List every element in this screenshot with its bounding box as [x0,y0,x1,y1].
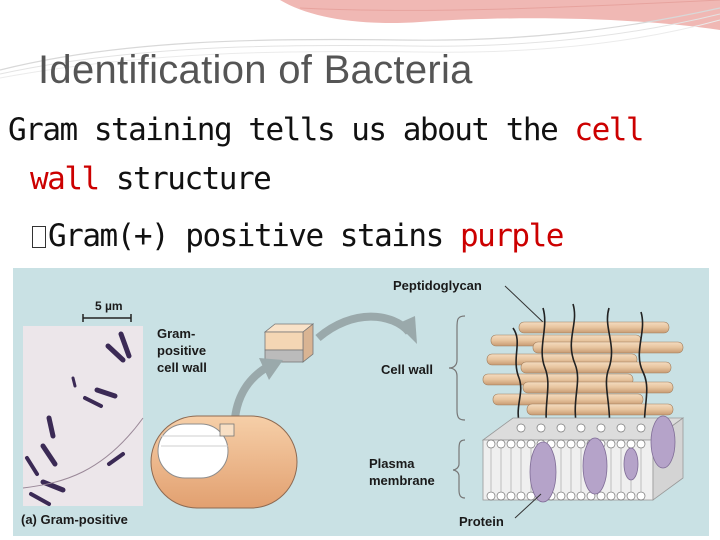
gram-label-line-3: cell wall [157,360,207,375]
protein-label: Protein [459,514,504,529]
rod-cell-illustration [150,415,298,509]
highlight-purple: purple [459,218,564,254]
wall-block-icon [263,323,315,363]
peptidoglycan-label: Peptidoglycan [393,278,482,293]
slide-title: Identification of Bacteria [38,48,473,92]
protein-pointer [514,493,542,519]
plasma-label-line-2: membrane [369,473,435,488]
gram-label-line-2: positive [157,343,206,358]
bullet-box-icon [32,226,46,248]
plasma-membrane-bracket [452,439,466,499]
highlight-cell: cell [574,112,644,148]
gram-positive-figure: 5 µm Gram- positive cell wall Peptidogly… [13,268,709,536]
highlight-wall: wall [30,161,100,197]
scale-label: 5 µm [95,299,123,313]
plasma-label-line-1: Plasma [369,456,415,471]
header-swoosh-decoration [0,0,720,79]
line-1-text: Gram staining tells us about the [8,112,575,148]
line-2-text: structure [98,161,272,197]
teichoic-acid-strands [512,303,648,449]
body-line-1: Gram staining tells us about the cell [8,112,645,148]
cell-wall-label: Cell wall [381,362,433,377]
micrograph-panel [23,326,143,506]
membrane-proteins [529,415,676,503]
figure-caption: (a) Gram-positive [21,512,128,527]
bullet-text: Gram(+) positive stains [48,218,460,254]
bullet-line: Gram(+) positive stains purple [32,218,564,254]
peptidoglycan-pointer [504,285,546,325]
stained-bacteria-cluster [25,331,132,506]
gram-label-line-1: Gram- [157,326,195,341]
micrograph-edge [22,417,144,489]
cell-wall-bracket [448,315,466,421]
zoom-arrow-up-head [259,358,283,380]
body-line-2: wall structure [30,161,272,197]
zoom-arrow-right-head [397,316,417,344]
